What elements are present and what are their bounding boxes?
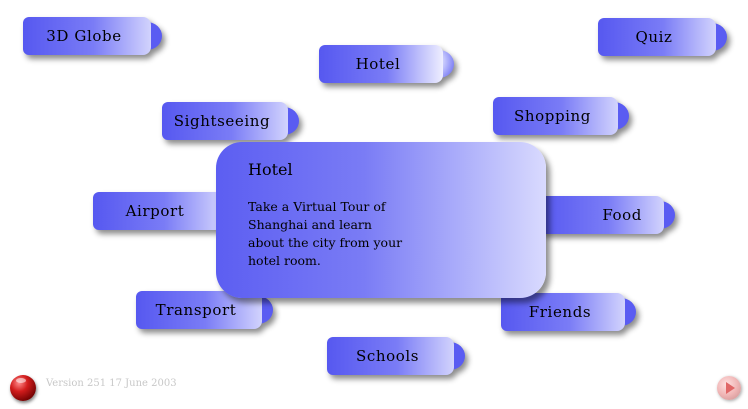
menu-button-hotel[interactable]: Hotel [319, 45, 454, 83]
menu-label-quiz: Quiz [598, 18, 716, 56]
menu-label-sightseeing: Sightseeing [162, 102, 288, 140]
menu-button-airport[interactable]: Airport [93, 192, 234, 230]
play-arrow-icon [726, 382, 735, 394]
menu-button-food[interactable]: Food [540, 196, 675, 234]
info-panel: Hotel Take a Virtual Tour of Shanghai an… [216, 142, 546, 298]
menu-label-friends: Friends [501, 293, 625, 331]
menu-label-3d-globe: 3D Globe [23, 17, 151, 55]
menu-label-schools: Schools [327, 337, 454, 375]
menu-label-shopping: Shopping [493, 97, 618, 135]
menu-button-shopping[interactable]: Shopping [493, 97, 629, 135]
menu-button-schools[interactable]: Schools [327, 337, 465, 375]
info-panel-description: Take a Virtual Tour of Shanghai and lear… [248, 199, 403, 268]
menu-button-sightseeing[interactable]: Sightseeing [162, 102, 299, 140]
menu-label-food: Food [540, 196, 664, 234]
menu-button-quiz[interactable]: Quiz [598, 18, 727, 56]
info-panel-title: Hotel [248, 160, 293, 179]
next-button[interactable] [717, 376, 741, 400]
menu-label-airport: Airport [93, 192, 223, 230]
menu-button-friends[interactable]: Friends [501, 293, 636, 331]
red-orb-icon[interactable] [10, 375, 36, 401]
menu-label-hotel: Hotel [319, 45, 443, 83]
version-label: Version 251 17 June 2003 [46, 378, 177, 389]
menu-button-3d-globe[interactable]: 3D Globe [23, 17, 162, 55]
